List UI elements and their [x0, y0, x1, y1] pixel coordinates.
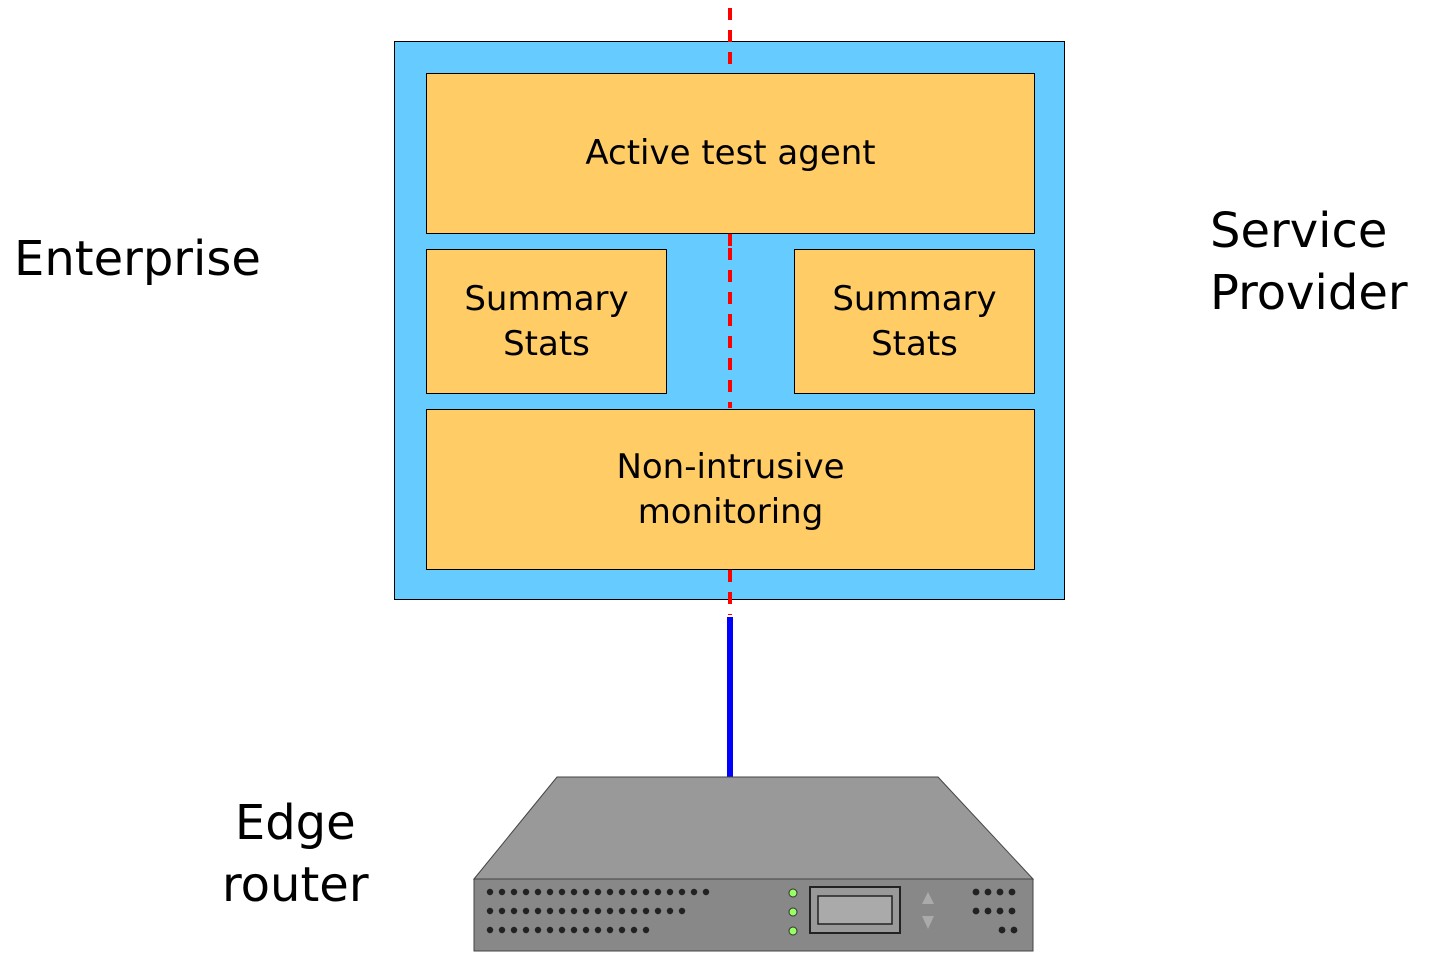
edge-router-label-line-2: router: [222, 857, 369, 913]
non-intrusive-monitoring-box: Non-intrusive monitoring: [426, 409, 1035, 570]
service-provider-label-line-1: Service: [1210, 203, 1388, 259]
summary-stats-left-line-1: Summary: [464, 278, 629, 319]
edge-router-label: Edge router: [222, 792, 369, 916]
service-provider-label: Service Provider: [1210, 200, 1408, 324]
service-provider-label-line-2: Provider: [1210, 265, 1408, 321]
enterprise-label: Enterprise: [14, 231, 261, 287]
edge-router-label-line-1: Edge: [234, 795, 356, 851]
router-icon: [472, 776, 1035, 952]
summary-stats-left-line-2: Stats: [503, 323, 590, 364]
router-vents-right: [972, 888, 1018, 934]
non-intrusive-monitoring-line-1: Non-intrusive: [616, 446, 845, 487]
summary-stats-left-box: Summary Stats: [426, 249, 667, 394]
router-status-leds: [788, 888, 798, 936]
summary-stats-right-line-2: Stats: [871, 323, 958, 364]
active-test-agent-label: Active test agent: [585, 133, 876, 173]
summary-stats-right-box: Summary Stats: [794, 249, 1035, 394]
active-test-agent-box: Active test agent: [426, 73, 1035, 234]
summary-stats-right-line-1: Summary: [832, 278, 997, 319]
non-intrusive-monitoring-line-2: monitoring: [637, 491, 824, 532]
router-arrows: [922, 892, 934, 929]
router-vents-left: [486, 888, 710, 934]
router-display: [809, 886, 901, 934]
